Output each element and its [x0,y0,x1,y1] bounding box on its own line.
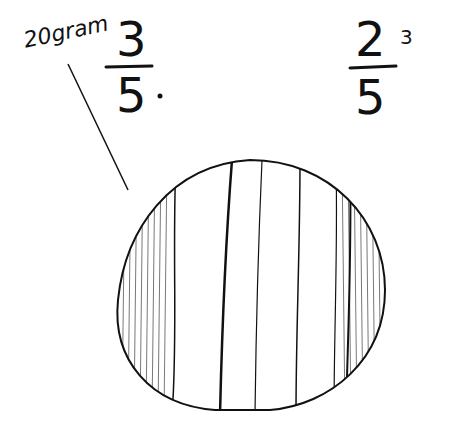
hatching [122,160,381,415]
dot [158,94,163,99]
denominator: 5 [355,70,386,125]
divider-lines [172,160,351,415]
denominator: 5 [116,68,147,123]
pie-outline [117,160,385,410]
weight-label: 20gram [21,10,110,53]
numerator: 3 [116,12,147,67]
numerator: 2 [355,12,386,67]
scribble-note: 3 [400,26,413,49]
